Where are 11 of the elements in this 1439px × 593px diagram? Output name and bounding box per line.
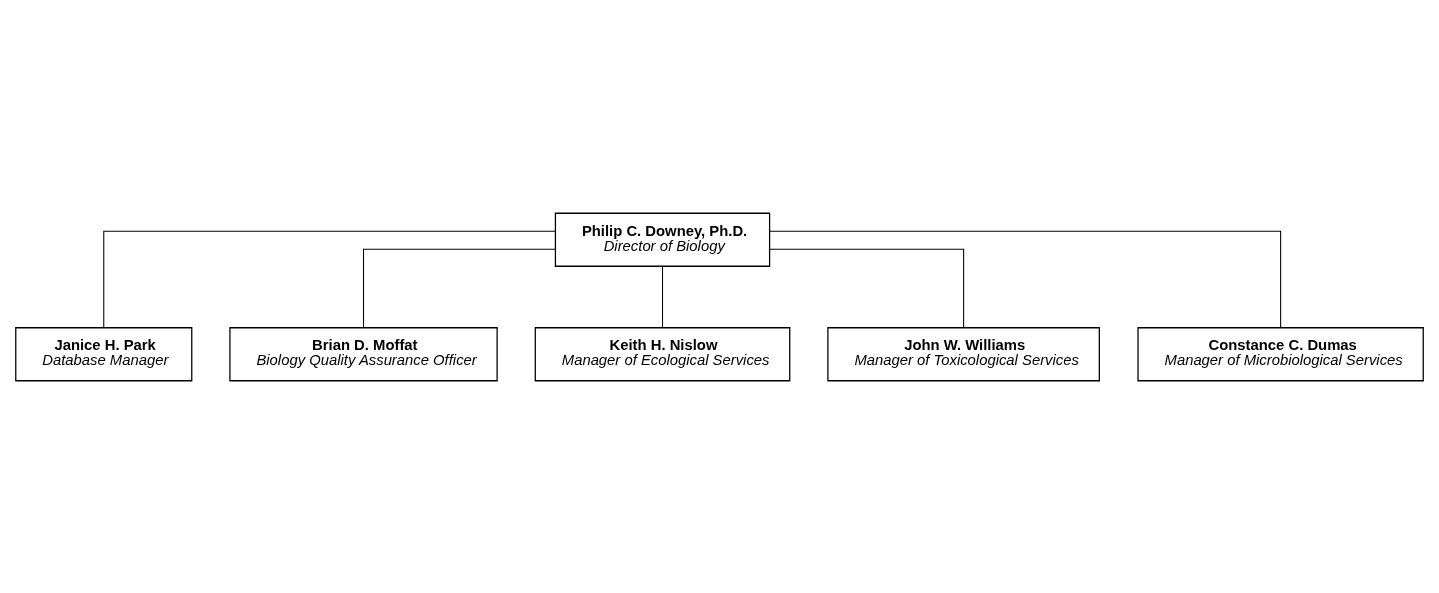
connector [769, 248, 965, 328]
node-box: Philip C. Downey, Ph.D. Director of Biology [554, 212, 771, 267]
node-box: Constance C. Dumas Manager of Microbiological Services [1137, 326, 1424, 381]
node-box: Keith H. Nislow Manager of Ecological Services [534, 326, 791, 381]
node-box: Janice H. Park Database Manager [15, 326, 193, 381]
node-box: Brian D. Moffat Biology Quality Assurance Officer [229, 326, 498, 381]
node-box: John W. Williams Manager of Toxicological Services [827, 326, 1100, 381]
connector [769, 230, 1282, 328]
connector [103, 230, 556, 328]
connector [662, 265, 664, 328]
connector [363, 248, 556, 328]
